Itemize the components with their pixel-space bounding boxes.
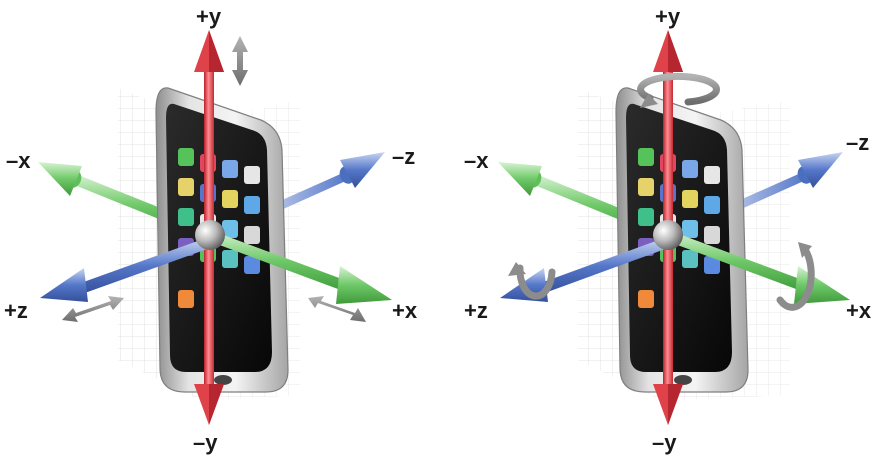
label-positive-y: +y (196, 4, 222, 29)
app-icon (244, 196, 260, 214)
app-icon (178, 208, 194, 226)
x-axis-positive-arrow (206, 230, 392, 304)
app-icon (222, 160, 238, 178)
app-icon (682, 250, 698, 268)
app-icon (638, 290, 654, 308)
label-positive-z: +z (464, 298, 488, 323)
app-icon (244, 226, 260, 244)
app-icon (704, 256, 720, 274)
app-icon (704, 226, 720, 244)
app-icon (244, 256, 260, 274)
translation-panel: +y –y –x +x –z +z (4, 4, 418, 455)
app-icon (682, 160, 698, 178)
label-negative-z: –z (392, 144, 415, 169)
app-icon (682, 190, 698, 208)
app-icon (704, 196, 720, 214)
app-icon (178, 178, 194, 196)
label-negative-z: –z (846, 130, 869, 155)
label-negative-x: –x (6, 148, 31, 173)
app-icon (704, 166, 720, 184)
app-icon (178, 148, 194, 166)
label-negative-y: –y (652, 430, 677, 455)
app-icon (222, 250, 238, 268)
app-icon (638, 208, 654, 226)
origin-sphere (195, 220, 225, 250)
rotation-panel: +y –y –x +x –z +z (464, 4, 872, 455)
app-icon (178, 290, 194, 308)
app-icon (638, 148, 654, 166)
label-positive-x: +x (392, 298, 418, 323)
label-negative-x: –x (464, 148, 489, 173)
label-positive-y: +y (655, 4, 681, 29)
app-icon (244, 166, 260, 184)
app-icon (638, 178, 654, 196)
label-negative-y: –y (193, 430, 218, 455)
double-arrow-icon (62, 36, 366, 322)
origin-sphere (653, 220, 683, 250)
label-positive-z: +z (4, 298, 28, 323)
app-icon (682, 220, 698, 238)
label-positive-x: +x (846, 298, 872, 323)
z-axis-positive-arrow (40, 238, 210, 302)
rotation-arrow-icon (508, 72, 815, 311)
app-icon (222, 190, 238, 208)
app-icon (222, 220, 238, 238)
